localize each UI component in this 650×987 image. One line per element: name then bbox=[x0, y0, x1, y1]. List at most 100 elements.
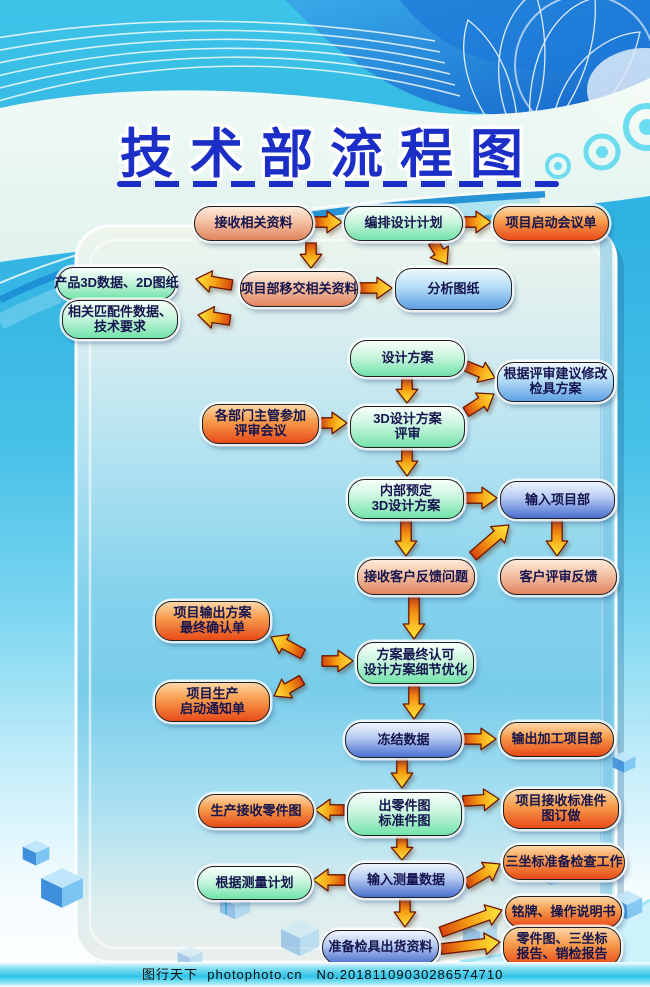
node-label: 三坐标准备检查工作 bbox=[505, 854, 623, 870]
node-label: 分析图纸 bbox=[427, 280, 480, 296]
page-title: 技术部流程图 bbox=[120, 125, 540, 184]
node-standard-parts-order: 项目接收标准件图订做 bbox=[503, 789, 619, 829]
node-label: 各部门主管参加 bbox=[214, 408, 306, 424]
node-label: 项目输出方案 bbox=[173, 605, 252, 621]
flow-arrow bbox=[463, 360, 496, 383]
flow-arrow bbox=[197, 305, 232, 329]
node-review-3d-design: 3D设计方案评审 bbox=[350, 406, 465, 448]
node-prepare-shipping-docs: 准备检具出货资料 bbox=[322, 930, 439, 965]
node-label: 冻结数据 bbox=[377, 731, 430, 747]
flow-arrow bbox=[395, 448, 419, 477]
node-parts-cmm-reports: 零件图、三坐标报告、销检报告 bbox=[503, 927, 621, 967]
footer-serial: No.20181109030286574710 bbox=[316, 967, 504, 982]
node-label: 客户评审反馈 bbox=[519, 568, 598, 584]
flow-arrow bbox=[402, 684, 426, 720]
node-label: 根据测量计划 bbox=[215, 874, 294, 890]
flow-arrow bbox=[358, 276, 393, 300]
node-label: 检具方案 bbox=[529, 381, 582, 396]
panel-right-bevel bbox=[600, 238, 612, 950]
node-input-measure-data: 输入测量数据 bbox=[348, 863, 464, 898]
title-background-blob bbox=[0, 78, 650, 262]
node-label: 内部预定 bbox=[379, 483, 432, 499]
node-label: 铭牌、操作说明书 bbox=[511, 903, 616, 919]
node-kickoff-meeting-sheet: 项目启动会议单 bbox=[493, 206, 609, 241]
flow-arrow bbox=[438, 904, 503, 938]
node-receive-customer-feedback: 接收客户反馈问题 bbox=[357, 559, 475, 595]
flow-arrow bbox=[394, 519, 418, 557]
node-customer-review-feedback: 客户评审反馈 bbox=[500, 559, 617, 595]
flow-arrow bbox=[462, 392, 495, 418]
node-label: 编排设计计划 bbox=[364, 215, 443, 231]
flow-arrow bbox=[319, 411, 348, 435]
flow-arrow bbox=[464, 486, 498, 510]
node-project-dept-handover: 项目部移交相关资料 bbox=[240, 271, 358, 307]
node-product-3d-2d-data: 产品3D数据、2D图纸 bbox=[54, 267, 179, 300]
node-production-receive-parts: 生产接收零件图 bbox=[198, 794, 314, 828]
node-label: 评审会议 bbox=[234, 423, 287, 438]
flow-arrow bbox=[393, 898, 417, 928]
node-label: 根据评审建议修改 bbox=[503, 366, 608, 382]
flow-arrow bbox=[314, 798, 345, 822]
footer-domain: photophoto.cn bbox=[207, 967, 303, 982]
flow-arrow bbox=[545, 519, 569, 557]
flow-arrow bbox=[402, 595, 426, 640]
node-label: 报告、销检报告 bbox=[516, 946, 608, 961]
node-nameplate-manual: 铭牌、操作说明书 bbox=[505, 896, 622, 928]
node-label: 接收相关资料 bbox=[214, 215, 293, 231]
node-dept-managers-review: 各部门主管参加评审会议 bbox=[202, 404, 319, 444]
flow-arrow bbox=[273, 674, 306, 699]
flow-arrow bbox=[468, 524, 510, 561]
node-label: 项目部移交相关资料 bbox=[240, 280, 358, 296]
node-label: 设计方案细节优化 bbox=[363, 662, 468, 677]
flow-arrow bbox=[462, 210, 492, 234]
flow-arrow bbox=[313, 210, 343, 234]
node-label: 输出加工项目部 bbox=[511, 731, 603, 747]
node-label: 相关匹配件数据、 bbox=[67, 303, 172, 319]
node-label: 设计方案 bbox=[381, 350, 434, 366]
node-output-processing-dept: 输出加工项目部 bbox=[500, 722, 614, 757]
flow-arrow bbox=[299, 242, 323, 269]
node-cmm-check-prepare: 三坐标准备检查工作 bbox=[503, 845, 625, 880]
flow-arrow bbox=[462, 727, 497, 751]
flow-arrow bbox=[390, 836, 414, 861]
node-receive-materials: 接收相关资料 bbox=[194, 206, 313, 241]
node-label: 准备检具出货资料 bbox=[328, 939, 433, 955]
node-final-approval-optimize: 方案最终认可设计方案细节优化 bbox=[357, 642, 474, 684]
node-label: 接收客户反馈问题 bbox=[363, 568, 468, 584]
node-label: 启动通知单 bbox=[179, 701, 245, 716]
flow-arrow bbox=[462, 788, 500, 812]
node-parts-standard-drawings: 出零件图标准件图 bbox=[347, 792, 462, 836]
node-label: 出零件图 bbox=[378, 798, 431, 814]
node-modify-per-review: 根据评审建议修改检具方案 bbox=[497, 362, 614, 402]
node-label: 标准件图 bbox=[378, 813, 431, 828]
node-matching-parts-data: 相关匹配件数据、技术要求 bbox=[62, 300, 178, 339]
node-label: 项目生产 bbox=[186, 686, 239, 702]
node-per-measure-plan: 根据测量计划 bbox=[197, 866, 312, 900]
node-input-project-dept: 输入项目部 bbox=[500, 481, 615, 519]
node-label: 产品3D数据、2D图纸 bbox=[54, 275, 179, 291]
ring-decorations bbox=[545, 103, 650, 179]
flow-arrow bbox=[321, 649, 354, 673]
node-label: 方案最终认可 bbox=[376, 647, 455, 663]
node-freeze-data: 冻结数据 bbox=[345, 722, 462, 758]
node-label: 零件图、三坐标 bbox=[516, 931, 608, 947]
flow-arrow bbox=[462, 861, 501, 890]
node-label: 输入测量数据 bbox=[366, 872, 445, 888]
node-production-start-notice: 项目生产启动通知单 bbox=[155, 682, 270, 722]
arc-lines bbox=[0, 20, 461, 102]
node-label: 输入项目部 bbox=[524, 491, 590, 507]
node-design-plan: 设计方案 bbox=[350, 340, 465, 377]
node-label: 评审 bbox=[394, 426, 421, 441]
node-label: 最终确认单 bbox=[179, 620, 245, 635]
flow-arrow bbox=[195, 270, 234, 293]
flow-arrow bbox=[312, 868, 346, 892]
node-arrange-design-plan: 编排设计计划 bbox=[344, 206, 463, 241]
node-label: 3D设计方案 bbox=[373, 411, 442, 427]
title-underline bbox=[117, 181, 559, 187]
flow-arrow bbox=[395, 377, 419, 404]
node-label: 项目启动会议单 bbox=[505, 215, 597, 231]
footer-site: 图行天下 bbox=[142, 967, 199, 982]
